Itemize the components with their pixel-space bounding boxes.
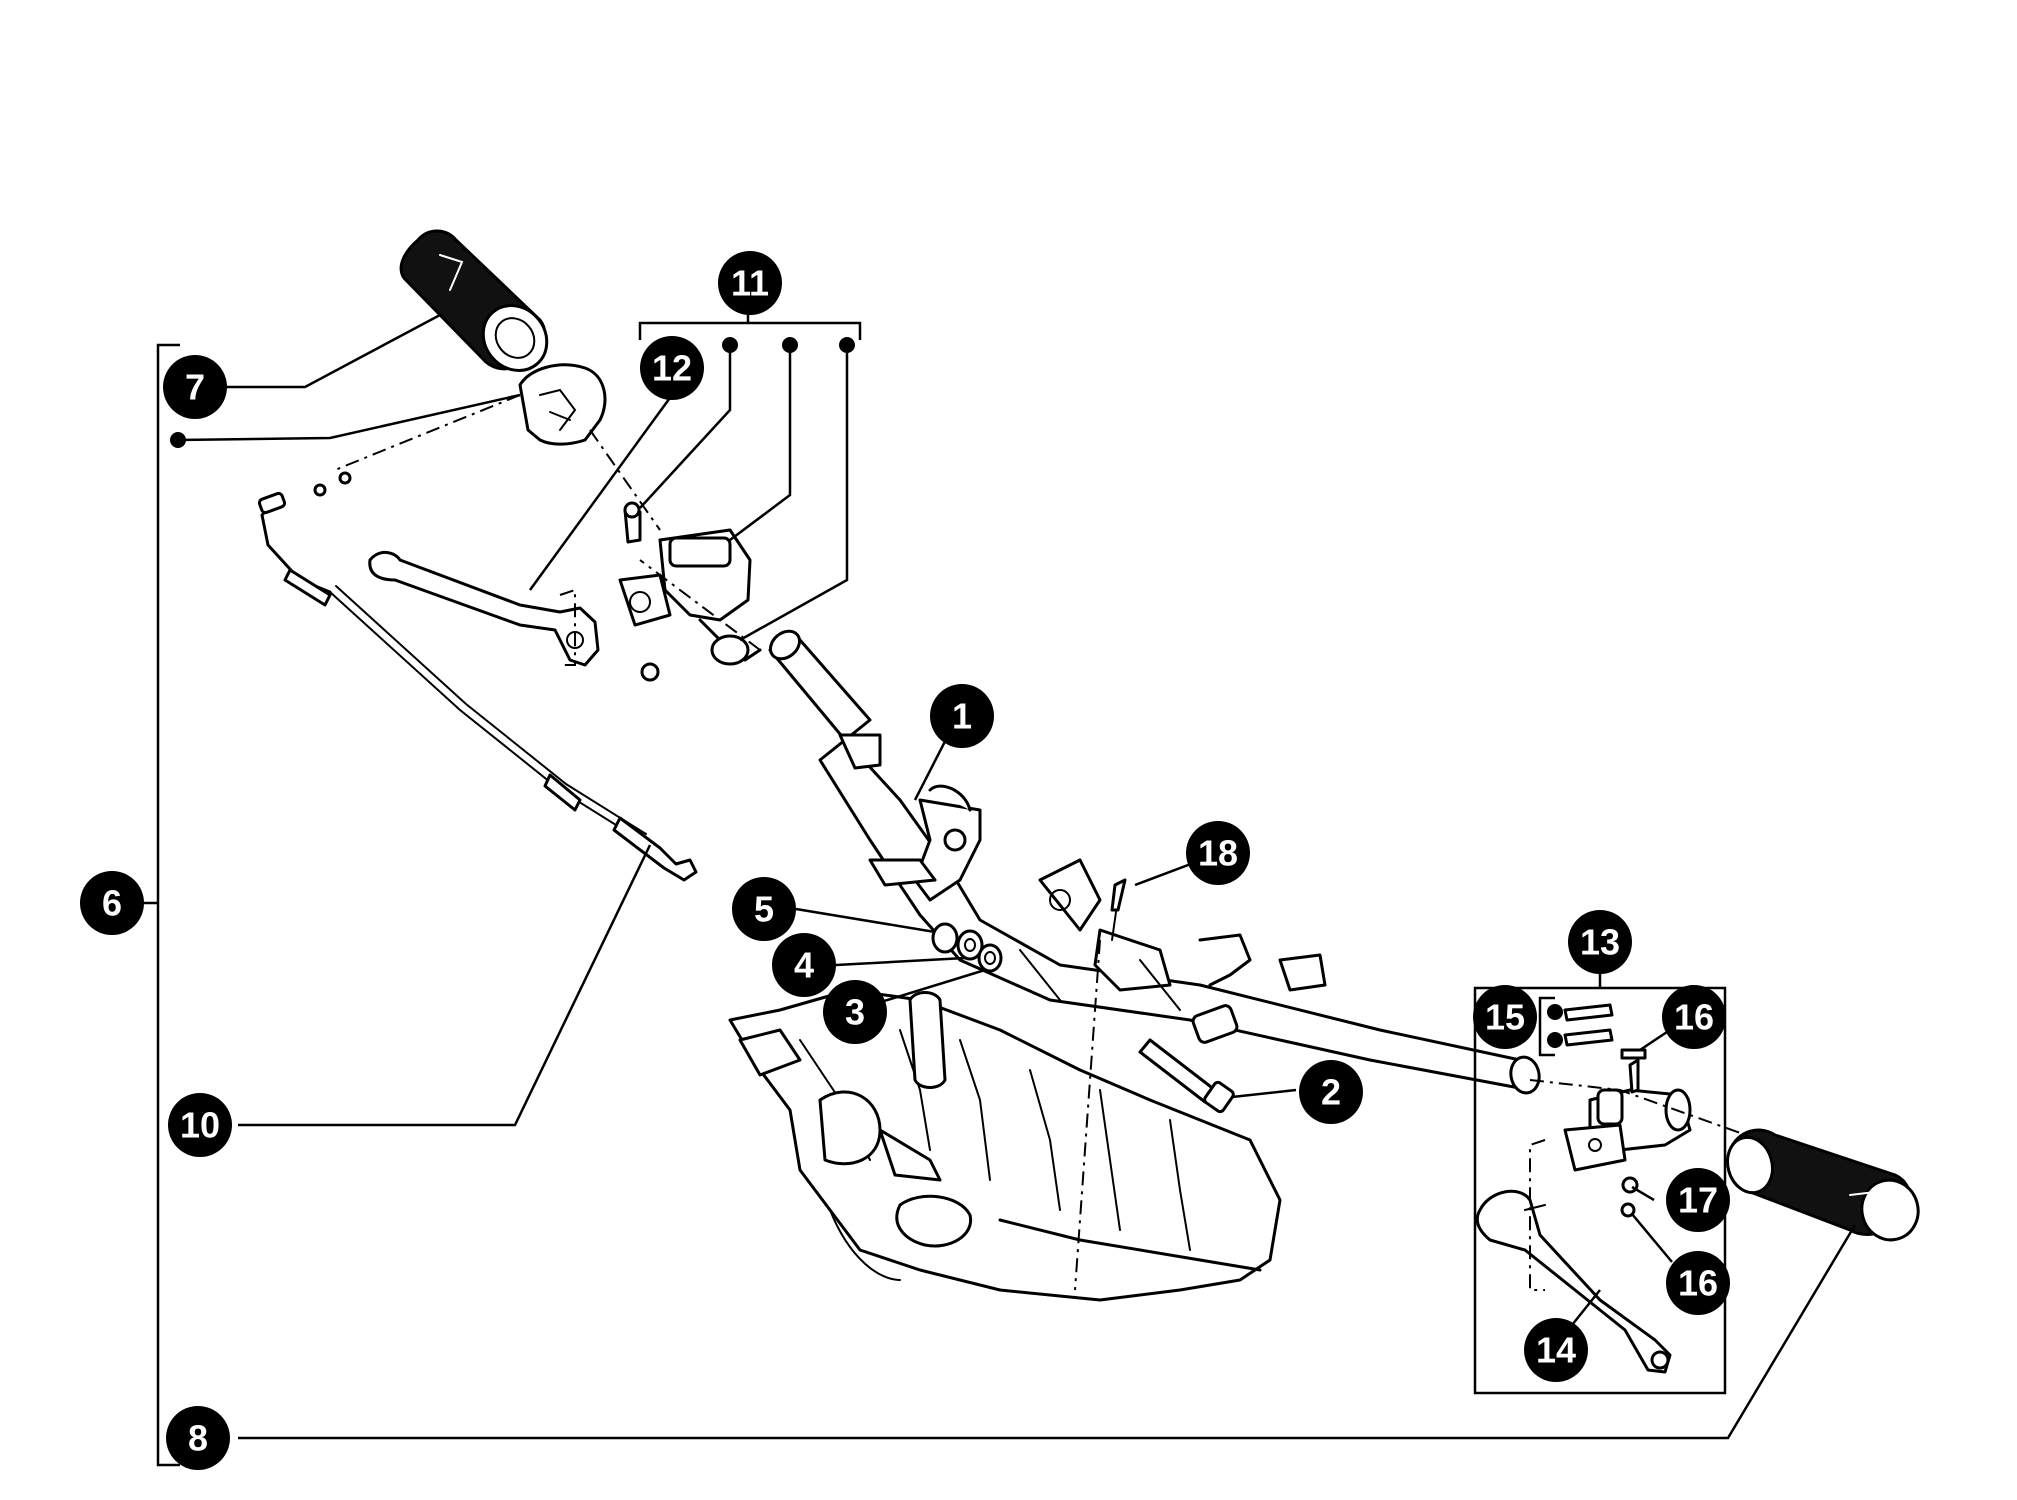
- callout-7: 7: [163, 355, 227, 419]
- dot-11b: [782, 337, 798, 353]
- svg-text:15: 15: [1485, 997, 1525, 1038]
- axis-line-vertical: [1074, 939, 1101, 1291]
- svg-text:8: 8: [188, 1418, 208, 1459]
- svg-text:13: 13: [1580, 922, 1620, 963]
- axis-line-left-2: [589, 429, 661, 531]
- small-screw: [1110, 878, 1127, 941]
- frame-body: [728, 988, 1282, 1302]
- leader-11c: [739, 345, 849, 642]
- callout-17: 17: [1666, 1168, 1730, 1232]
- callout-15: 15: [1473, 985, 1537, 1049]
- bracket-assembly-11: [638, 321, 862, 340]
- clutch-lever: [368, 551, 600, 667]
- svg-text:16: 16: [1674, 997, 1714, 1038]
- axis-line-left: [334, 394, 521, 471]
- leader-4: [835, 956, 966, 967]
- leader-5: [795, 907, 936, 934]
- svg-text:11: 11: [731, 263, 769, 304]
- svg-text:4: 4: [794, 945, 814, 986]
- left-grip: [399, 229, 549, 372]
- callout-5: 5: [732, 877, 796, 941]
- dot-15a: [1547, 1004, 1563, 1020]
- svg-text:10: 10: [180, 1105, 220, 1146]
- long-bolt: [1138, 1038, 1235, 1114]
- callout-12: 12: [640, 336, 704, 400]
- leader-6-dot: [177, 393, 521, 442]
- callout-18: 18: [1186, 821, 1250, 885]
- leader-17: [1631, 1185, 1655, 1202]
- svg-text:18: 18: [1198, 833, 1238, 874]
- brake-lever-assembly: [1475, 1003, 1692, 1374]
- dot-6: [170, 432, 186, 448]
- right-grip: [1726, 1128, 1920, 1242]
- bracket-assembly-6: [156, 343, 180, 1467]
- callout-10: 10: [168, 1093, 232, 1157]
- svg-text:6: 6: [102, 883, 122, 924]
- callout-16b: 16: [1666, 1251, 1730, 1315]
- callout-4: 4: [772, 933, 836, 997]
- leader-11b: [729, 345, 792, 541]
- axis-line-bar: [639, 559, 761, 651]
- leader-12: [528, 394, 674, 591]
- svg-text:5: 5: [754, 889, 774, 930]
- leader-16b: [1631, 1213, 1673, 1263]
- svg-text:7: 7: [185, 367, 205, 408]
- handlebar: [768, 629, 1541, 1095]
- svg-text:12: 12: [652, 348, 692, 389]
- svg-text:17: 17: [1678, 1180, 1718, 1221]
- leader-11a: [639, 345, 732, 509]
- callout-14: 14: [1524, 1318, 1588, 1382]
- callout-8: 8: [166, 1406, 230, 1470]
- leader-2: [1231, 1088, 1297, 1099]
- dot-11a: [722, 337, 738, 353]
- svg-text:16: 16: [1678, 1263, 1718, 1304]
- leader-16a: [1639, 1028, 1671, 1052]
- left-switch-housing: [518, 363, 607, 446]
- leader-10: [238, 844, 652, 1127]
- callout-3: 3: [823, 980, 887, 1044]
- washers: [931, 922, 1003, 973]
- master-cylinder: [618, 501, 762, 682]
- leader-14: [1571, 1289, 1601, 1326]
- svg-text:14: 14: [1536, 1330, 1576, 1371]
- callout-2: 2: [1299, 1060, 1363, 1124]
- dot-11c: [839, 337, 855, 353]
- svg-text:2: 2: [1321, 1072, 1341, 1113]
- callout-11: 11: [718, 251, 782, 315]
- leader-8: [238, 1224, 1857, 1440]
- clutch-cable: [257, 471, 698, 882]
- svg-text:1: 1: [952, 696, 972, 737]
- leader-7: [220, 313, 441, 389]
- axis-line-right: [1529, 1079, 1761, 1141]
- callout-6: 6: [80, 871, 144, 935]
- svg-text:3: 3: [845, 992, 865, 1033]
- dot-15b: [1547, 1032, 1563, 1048]
- bracket-assembly-15: [1538, 996, 1555, 1057]
- callout-1: 1: [930, 684, 994, 748]
- callout-13: 13: [1568, 910, 1632, 974]
- callout-16a: 16: [1662, 985, 1726, 1049]
